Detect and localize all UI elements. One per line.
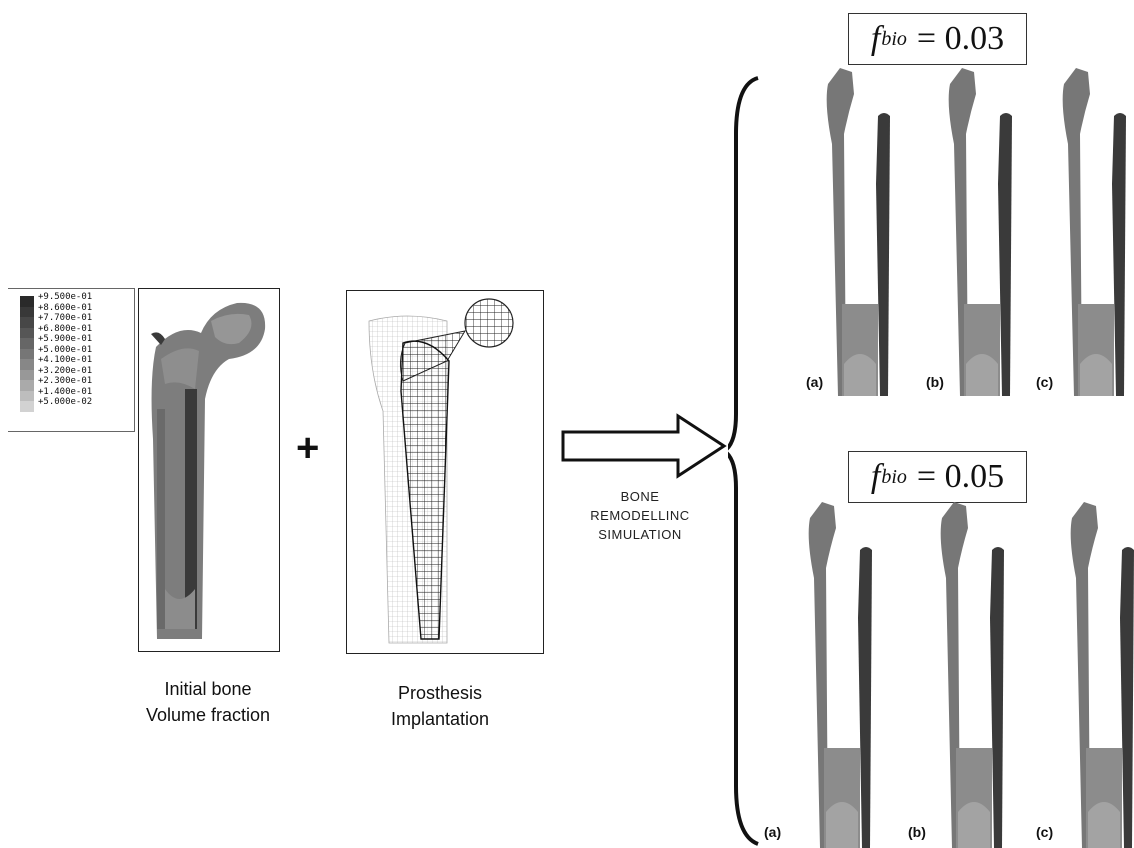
prosthesis-caption: Prosthesis Implantation [350, 680, 530, 732]
legend-swatch [20, 359, 34, 370]
legend-label: +4.100e-01 [38, 355, 92, 366]
simulation-label-line: SIMULATION [574, 525, 706, 544]
legend-swatch [20, 349, 34, 360]
result-bone-bottom-c [1062, 498, 1134, 848]
right-arrow-icon [560, 412, 730, 480]
legend-label: +2.300e-01 [38, 376, 92, 387]
prosthesis-mesh-image [347, 291, 543, 653]
tag-bottom-c: (c) [1036, 824, 1053, 840]
f-symbol: f [871, 458, 880, 496]
result-bone-bottom-a [800, 498, 878, 848]
tag-top-c: (c) [1036, 374, 1053, 390]
simulation-label-line: BONE [574, 487, 706, 506]
tag-bottom-a: (a) [764, 824, 781, 840]
legend-label: +1.400e-01 [38, 387, 92, 398]
legend-label: +7.700e-01 [38, 313, 92, 324]
legend-label: +8.600e-01 [38, 303, 92, 314]
caption-line: Initial bone [118, 676, 298, 702]
legend-swatch [20, 307, 34, 318]
legend-label: +3.200e-01 [38, 366, 92, 377]
caption-line: Prosthesis [350, 680, 530, 706]
initial-bone-caption: Initial bone Volume fraction [118, 676, 298, 728]
result-bone-top-c [1054, 64, 1132, 396]
plus-sign: + [296, 428, 319, 468]
legend-swatch [20, 338, 34, 349]
f-subscript: bio [881, 28, 907, 51]
tag-top-a: (a) [806, 374, 823, 390]
tag-bottom-b: (b) [908, 824, 926, 840]
caption-line: Volume fraction [118, 702, 298, 728]
legend-swatch [20, 328, 34, 339]
legend-label: +5.000e-01 [38, 345, 92, 356]
result-bone-bottom-b [932, 498, 1010, 848]
legend-label: +6.800e-01 [38, 324, 92, 335]
legend-color-bar [20, 296, 34, 412]
simulation-label: BONE REMODELLINC SIMULATION [574, 487, 706, 544]
legend-swatch [20, 391, 34, 402]
result-bone-top-a [818, 64, 896, 396]
prosthesis-panel [346, 290, 544, 654]
caption-line: Implantation [350, 706, 530, 732]
f-symbol: f [871, 20, 880, 58]
legend-swatch [20, 370, 34, 381]
legend-swatch [20, 296, 34, 307]
simulation-label-line: REMODELLINC [574, 506, 706, 525]
legend-swatch [20, 380, 34, 391]
legend-label: +5.900e-01 [38, 334, 92, 345]
legend-label: +5.000e-02 [38, 397, 92, 408]
legend-swatch [20, 401, 34, 412]
f-subscript: bio [881, 466, 907, 489]
tag-top-b: (b) [926, 374, 944, 390]
legend-label: +9.500e-01 [38, 292, 92, 303]
f-value: = 0.05 [917, 458, 1004, 496]
result-bone-top-b [940, 64, 1018, 396]
initial-bone-panel [138, 288, 280, 652]
legend-swatch [20, 317, 34, 328]
femur-volume-fraction-image [139, 289, 279, 651]
curly-brace [728, 74, 768, 848]
f-value: = 0.03 [917, 20, 1004, 58]
